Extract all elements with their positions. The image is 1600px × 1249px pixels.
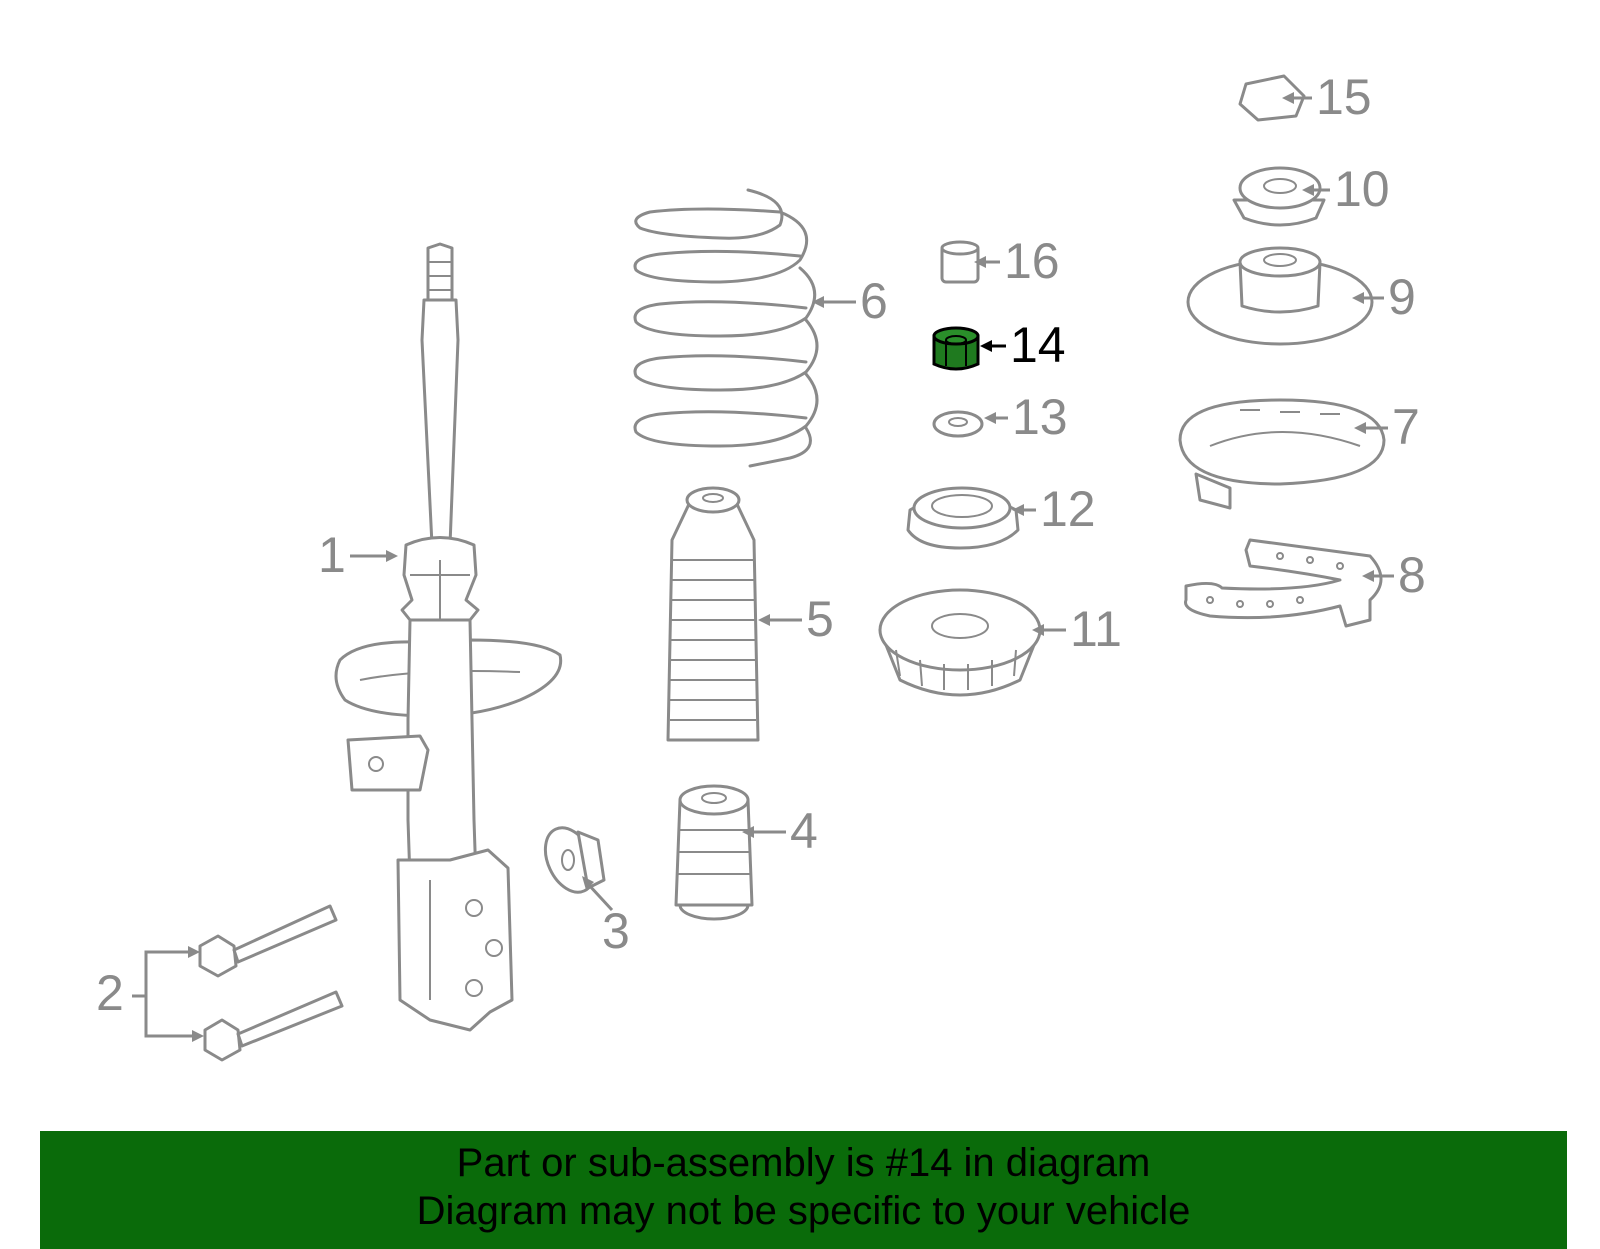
callout-10: 10 <box>1302 161 1390 217</box>
part-2-bolts <box>198 904 344 1062</box>
part-8-insulator <box>1184 538 1383 628</box>
callout-11: 11 <box>1032 601 1122 657</box>
callout-12: 12 <box>1012 481 1096 537</box>
info-banner-line-1: Part or sub-assembly is #14 in diagram <box>456 1141 1151 1185</box>
callout-8: 8 <box>1362 547 1426 603</box>
callout-7: 7 <box>1354 399 1420 455</box>
part-1-strut-assembly <box>334 242 563 1032</box>
callout-5-label: 5 <box>806 591 834 647</box>
callout-4-label: 4 <box>790 803 818 859</box>
callout-13: 13 <box>984 389 1068 445</box>
callout-15: 15 <box>1282 69 1372 125</box>
part-5-dust-boot <box>666 486 760 742</box>
callout-10-label: 10 <box>1334 161 1390 217</box>
part-7-spring-seat <box>1178 398 1386 510</box>
callout-6-label: 6 <box>860 273 888 329</box>
callout-13-label: 13 <box>1012 389 1068 445</box>
callout-14: 14 <box>980 317 1066 373</box>
info-banner-line-2: Diagram may not be specific to your vehi… <box>416 1189 1191 1233</box>
part-10-cap <box>1232 166 1326 227</box>
callout-9: 9 <box>1352 269 1416 325</box>
callout-14-label: 14 <box>1010 317 1066 373</box>
callout-16: 16 <box>974 233 1060 289</box>
part-13-washer <box>932 410 984 438</box>
callout-5: 5 <box>758 591 834 647</box>
callout-12-label: 12 <box>1040 481 1096 537</box>
part-15-hex-nut <box>1238 74 1306 122</box>
part-3-nut <box>543 826 606 894</box>
part-14-highlighted <box>932 326 980 371</box>
callout-1-label: 1 <box>318 527 346 583</box>
callout-9-label: 9 <box>1388 269 1416 325</box>
part-4-bump-stop <box>674 784 754 921</box>
part-16-bushing <box>940 240 980 284</box>
callout-2: 2 <box>96 946 204 1042</box>
callout-1: 1 <box>318 527 398 583</box>
callout-6: 6 <box>812 273 888 329</box>
part-9-mount <box>1186 246 1374 346</box>
part-6-coil-spring <box>633 188 819 468</box>
info-banner: Part or sub-assembly is #14 in diagram D… <box>40 1131 1567 1249</box>
callout-11-label: 11 <box>1070 601 1122 657</box>
callout-3-label: 3 <box>602 903 630 959</box>
callout-3: 3 <box>582 876 630 959</box>
callout-4: 4 <box>742 803 818 859</box>
callout-7-label: 7 <box>1392 399 1420 455</box>
suspension-parts-diagram: 1 2 3 4 5 6 7 8 9 <box>96 69 1426 1062</box>
part-11-bearing <box>878 588 1042 697</box>
callout-16-label: 16 <box>1004 233 1060 289</box>
callout-8-label: 8 <box>1398 547 1426 603</box>
part-12-bearing-seat <box>906 486 1020 550</box>
callout-2-label: 2 <box>96 965 124 1021</box>
callout-15-label: 15 <box>1316 69 1372 125</box>
